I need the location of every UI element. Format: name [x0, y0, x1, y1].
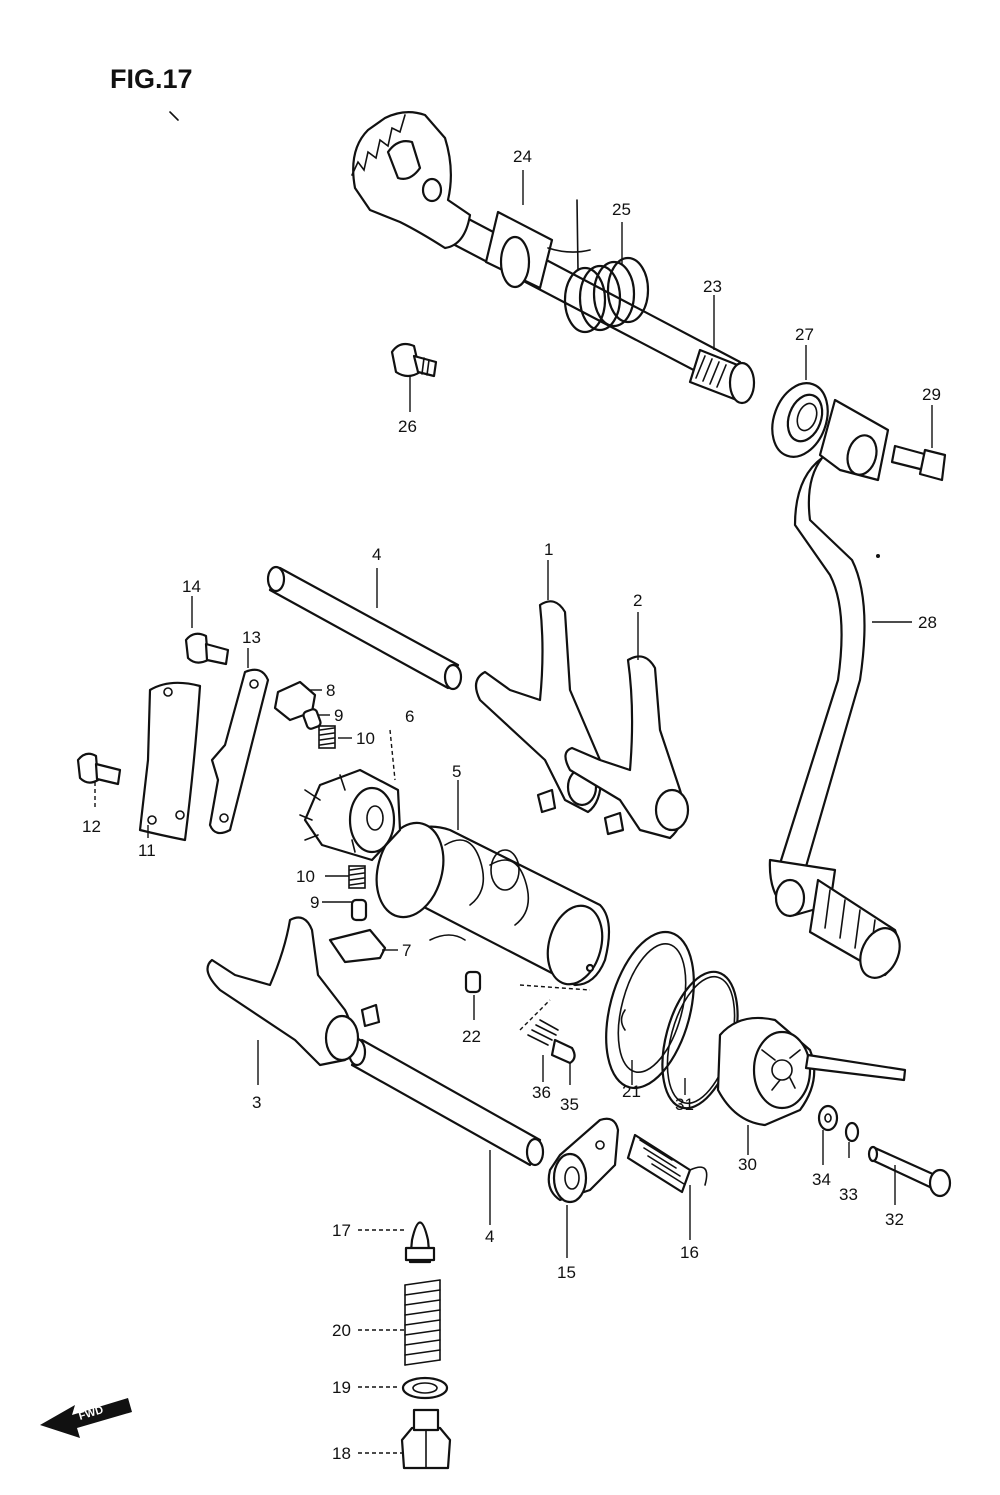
contact-pin-35: [550, 1038, 576, 1065]
callout-numbers: 24 25 23 26 27 29 28 4 1 2 14 13 8 9 10 …: [82, 147, 941, 1463]
callout-32: 32: [885, 1210, 904, 1229]
callout-30: 30: [738, 1155, 757, 1174]
shift-fork-3: [206, 916, 381, 1067]
callout-7: 7: [402, 941, 411, 960]
fork-shaft-lower: [347, 1037, 545, 1167]
bolt-14: [184, 632, 230, 666]
washer-34: [817, 1104, 839, 1132]
stopper-plate-11: [138, 681, 202, 842]
callout-9-upper: 9: [334, 706, 343, 725]
callout-31: 31: [675, 1095, 694, 1114]
spring-10-upper: [318, 725, 336, 749]
pin-9-upper: [302, 708, 322, 730]
oil-seal-27: [771, 382, 829, 458]
callout-36: 36: [532, 1083, 551, 1102]
callout-13: 13: [242, 628, 261, 647]
figure-title: FIG.17: [110, 64, 193, 94]
bolt-32: [867, 1145, 952, 1198]
callout-17: 17: [332, 1221, 351, 1240]
callout-21: 21: [622, 1082, 641, 1101]
callout-18: 18: [332, 1444, 351, 1463]
spring-10-lower: [348, 865, 366, 889]
callout-4-upper: 4: [372, 545, 381, 564]
callout-26: 26: [398, 417, 417, 436]
callout-8: 8: [326, 681, 335, 700]
bolt-26: [390, 342, 438, 378]
gear-shift-lever: [768, 398, 901, 979]
bolt-12: [76, 752, 122, 786]
stray-mark: [169, 111, 179, 121]
callout-5: 5: [452, 762, 461, 781]
callout-4-lower: 4: [485, 1227, 494, 1246]
pin-9-lower: [350, 898, 368, 922]
pin-22: [464, 970, 482, 994]
callout-2: 2: [633, 591, 642, 610]
callout-10-upper: 10: [356, 729, 375, 748]
plate-13: [208, 668, 270, 835]
spring-20: [404, 1279, 441, 1366]
gear-shift-shaft: [351, 111, 756, 405]
return-spring: [547, 199, 650, 334]
bolt-29: [890, 444, 947, 482]
cam-stopper-lever-15: [547, 1117, 620, 1204]
washer-33: [844, 1121, 860, 1143]
callout-11: 11: [138, 841, 156, 860]
callout-6: 6: [405, 707, 414, 726]
callout-23: 23: [703, 277, 722, 296]
spring-16: [626, 1133, 708, 1194]
callout-15: 15: [557, 1263, 576, 1282]
callout-12: 12: [82, 817, 101, 836]
gasket-21: [605, 930, 695, 1090]
callout-28: 28: [918, 613, 937, 632]
forward-arrow-icon: FWD: [40, 1398, 132, 1438]
callout-3: 3: [252, 1093, 261, 1112]
callout-29: 29: [922, 385, 941, 404]
gear-position-switch: [716, 1016, 907, 1127]
callout-20: 20: [332, 1321, 351, 1340]
gear-shift-cam: [375, 821, 611, 987]
callout-34: 34: [812, 1170, 831, 1189]
leader-lines: [94, 170, 933, 1454]
plunger-17: [404, 1221, 436, 1264]
shift-fork-2: [564, 655, 690, 840]
plug-18: [400, 1408, 452, 1470]
callout-25: 25: [612, 200, 631, 219]
callout-9-lower: 9: [310, 893, 319, 912]
callout-27: 27: [795, 325, 814, 344]
callout-1: 1: [544, 540, 553, 559]
callout-35: 35: [560, 1095, 579, 1114]
callout-22: 22: [462, 1027, 481, 1046]
callout-10-lower: 10: [296, 867, 315, 886]
gasket-19: [401, 1376, 449, 1400]
pawl-7: [328, 928, 387, 964]
callout-24: 24: [513, 147, 532, 166]
callout-14: 14: [182, 577, 201, 596]
callout-19: 19: [332, 1378, 351, 1397]
callout-33: 33: [839, 1185, 858, 1204]
callout-16: 16: [680, 1243, 699, 1262]
contact-spring-36: [527, 1019, 559, 1046]
cam-driven-gear: [299, 768, 402, 862]
fork-shaft-upper: [266, 565, 463, 691]
shift-fork-1: [474, 600, 603, 814]
